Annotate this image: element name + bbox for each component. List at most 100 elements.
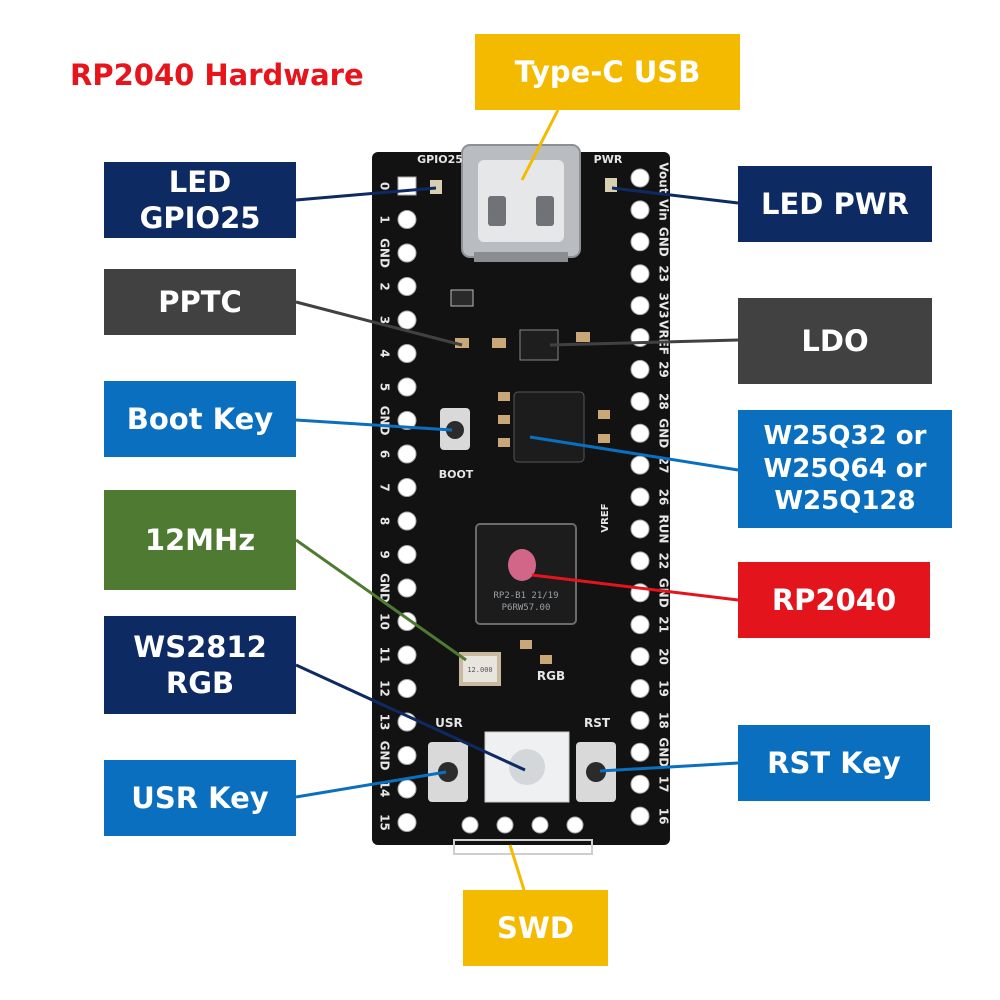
pin-hole [630,232,650,252]
right-pin-label: 22 [657,553,671,570]
silk-pwr: PWR [594,153,623,166]
left-pin-label: 3 [378,316,392,324]
rp2040-chip [475,523,577,625]
pcb [372,152,670,845]
label-led-pwr: LED PWR [738,166,932,242]
label-led-gpio25-line2: GPIO25 [139,201,261,235]
right-pin-label: GND [657,227,671,257]
pin-hole [397,578,417,598]
left-pin-label: 8 [378,517,392,525]
leader-led-pwr [611,186,739,205]
pin-hole [630,710,650,730]
left-pin-label: 2 [378,282,392,290]
pin-hole [397,243,417,263]
right-pin-label: 20 [657,648,671,665]
left-pin-label: 0 [378,182,392,190]
left-pin-label: 4 [378,349,392,357]
left-pin-label: GND [378,238,392,268]
leader-12mhz [295,538,467,662]
right-pin-label: 16 [657,808,671,825]
flash-chip [513,391,585,463]
pin-hole [397,545,417,564]
left-pin-label: 12 [378,680,392,697]
leader-led-gpio25 [295,186,437,202]
pin-hole [630,806,650,826]
label-ws2812-line2: RGB [165,666,235,700]
left-pin-label: 5 [378,383,392,391]
pin-hole [397,344,417,363]
left-pin-label: 9 [378,550,392,558]
label-type-c-usb: Type-C USB [475,34,740,110]
pin-holes [397,168,650,832]
left-pin-label: GND [378,406,392,436]
left-pin-label: 15 [378,814,392,831]
silk-gpio25: GPIO25 [417,153,463,166]
right-pin-label: 3V3 [657,293,671,319]
label-usr-key: USR Key [104,760,296,836]
right-pin-label: Vout [657,162,671,193]
label-flash-line3: W25Q128 [774,486,916,517]
pin-hole [630,168,650,188]
label-flash-line2: W25Q64 or [763,453,927,484]
pin-hole [630,359,650,379]
leader-boot-key [295,418,453,432]
left-pin-label: GND [378,741,392,771]
usr-key-component [428,742,468,802]
right-pin-labels: VoutVinGND233V3VREF2928GND2726RUN22GND21… [657,162,671,824]
leader-ws2812 [295,663,526,772]
leader-usr-key [295,770,447,799]
right-pin-label: GND [657,737,671,767]
swd-pads [453,816,593,855]
chip-text-2: P6RW57.00 [502,603,551,613]
right-pin-label: RUN [657,514,671,543]
silk-boot: BOOT [439,468,474,481]
left-pin-label: 11 [378,647,392,664]
pin-hole [397,511,417,531]
pin-hole [630,391,650,411]
right-pin-label: VREF [657,320,671,355]
label-rst-key: RST Key [738,725,930,801]
rst-key-component [576,742,616,802]
pin-hole [630,551,650,571]
leader-rp2040 [531,573,739,602]
right-pin-label: 19 [657,680,671,697]
right-pin-label: 26 [657,489,671,506]
left-pin-label: 14 [378,781,392,798]
pin-hole [397,813,417,832]
page-title: RP2040 Hardware [70,58,364,92]
pin-hole [397,645,417,665]
ws2812-rgb-component [484,731,570,803]
pin-hole [397,444,417,464]
pin-hole [630,647,650,667]
leader-flash [529,435,739,472]
crystal-12mhz [459,652,501,686]
right-pin-label: GND [657,418,671,448]
label-swd: SWD [463,890,608,966]
label-flash-line1: W25Q32 or [763,421,927,452]
pin-hole [397,210,417,229]
chip-text-1: RP2-B1 21/19 [493,591,558,601]
pin-hole [630,615,650,635]
right-pin-label: 28 [657,393,671,410]
right-pin-label: 29 [657,361,671,378]
boot-key-component [440,408,470,450]
pin-hole [397,377,417,397]
right-pin-label: GND [657,578,671,608]
pin-hole [630,774,650,794]
label-ldo: LDO [738,298,932,384]
leader-rst-key [599,761,739,773]
right-pin-label: 17 [657,776,671,793]
right-pin-label: 23 [657,265,671,282]
silk-usr: USR [435,716,463,730]
led-gpio25 [430,180,442,194]
left-pin-label: GND [378,573,392,603]
pin-hole [630,455,650,475]
pin-hole [630,200,650,220]
label-led-gpio25-line1: LED [168,164,232,199]
pin-hole [630,423,650,443]
pin-hole [397,411,417,430]
pin-hole [630,678,650,698]
label-12mhz: 12MHz [104,490,296,590]
